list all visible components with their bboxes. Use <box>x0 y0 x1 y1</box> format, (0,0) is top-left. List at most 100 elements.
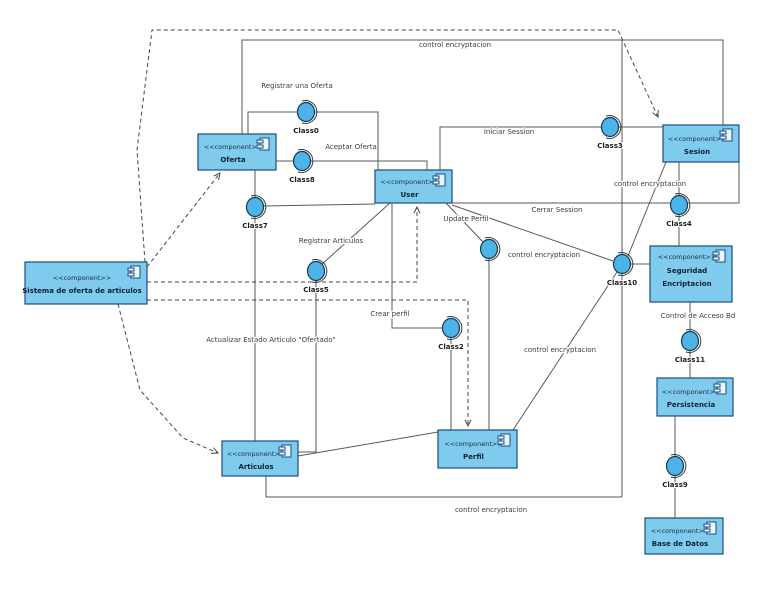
component-user: <<component>>User <box>374 169 453 204</box>
interface-class4: Class4 <box>665 193 693 229</box>
interface-socket-arc <box>670 454 687 478</box>
user-class5-line-path <box>320 202 391 266</box>
class5-articulos-line-path <box>298 280 317 453</box>
articulos-perfil-line-path <box>297 431 439 457</box>
interface-label: Class0 <box>293 127 319 135</box>
component-icon <box>719 128 733 142</box>
interface-label: Class9 <box>662 481 688 489</box>
edge-user-class10-line <box>451 204 614 262</box>
lbl-update-perfil: Update Perfil <box>443 215 488 223</box>
dependency-arrowhead <box>210 447 220 454</box>
user-class10-line-path <box>451 204 614 262</box>
cerrar-session-line-path <box>452 162 740 204</box>
component-stereotype: <<component>> <box>204 143 263 151</box>
sistema-articulos-dep-path <box>117 303 219 454</box>
dependency-arrowhead <box>464 419 472 428</box>
sistema-perfil-dep-path <box>147 299 469 426</box>
interface-class5: Class5 <box>302 259 330 295</box>
component-box <box>24 261 148 305</box>
lbl-registrar-articulos: Registrar Articulos <box>299 237 364 245</box>
interface-class7: Class7 <box>241 195 269 231</box>
component-stereotype: <<component>> <box>662 388 721 396</box>
interface-socket-arc <box>446 316 463 340</box>
component-sistema-de-oferta-de-articulos: <<component>>Sistema de oferta de articu… <box>22 261 148 305</box>
edge-aceptar-oferta-line <box>276 160 428 170</box>
component-stereotype: <<component>> <box>444 440 503 448</box>
component-icon <box>497 433 511 447</box>
sistema-oferta-dep-path <box>146 172 221 268</box>
component-name: Encriptacion <box>662 280 711 288</box>
interface-class8: Class8 <box>288 149 316 185</box>
edge-update-perfil-line <box>445 202 484 243</box>
edge-sistema-user-dep <box>147 205 421 283</box>
edge-articulos-bottom-loop <box>265 476 622 498</box>
edge-perfil-class10-line <box>512 271 618 431</box>
interface-label: Class8 <box>289 176 315 184</box>
interface-socket-arc <box>605 115 622 139</box>
edge-sistema-perfil-dep <box>147 299 472 428</box>
component-stereotype: <<component>> <box>227 450 286 458</box>
interface-socket-arc <box>685 329 702 353</box>
edge-sesion-class10-line <box>627 161 667 257</box>
interface-ball <box>245 196 265 218</box>
interface-socket-arc <box>484 237 501 261</box>
interface-ball <box>441 317 461 339</box>
lbl-registrar-una-oferta: Registrar una Oferta <box>261 82 333 90</box>
component-articulos: <<component>> Articulos <box>221 440 299 477</box>
interface-socket-arc <box>674 193 691 217</box>
interface-ball <box>479 238 499 260</box>
interface-ball <box>669 194 689 216</box>
component-name: Articulos <box>238 463 273 471</box>
lbl-control-acceso-bd: Control de Acceso Bd <box>661 312 736 320</box>
component-base-de-datos: <<component>>Base de Datos <box>644 517 724 555</box>
dependency-arrowhead <box>413 205 421 214</box>
component-name: Perfil <box>463 453 484 461</box>
interface-class9: Class9 <box>661 454 689 490</box>
component-persistencia: <<component>> Persistencia <box>656 377 734 417</box>
component-name: Base de Datos <box>652 540 708 548</box>
lbl-crear-perfil: Crear perfil <box>370 310 409 318</box>
interface-ball <box>680 330 700 352</box>
edge-cerrar-session-line <box>452 162 740 204</box>
sistema-sesion-dep-path <box>136 29 659 263</box>
aceptar-oferta-line-path <box>276 160 428 170</box>
interface-class3: Class3 <box>596 115 624 151</box>
edge-sistema-oferta-dep <box>146 172 221 268</box>
component-icon <box>127 265 141 279</box>
component-stereotype: <<component>> <box>53 274 112 282</box>
component-name: Sesion <box>684 148 710 156</box>
lbl-actualizar-estado: Actualizar Estado Articulo "Ofertado" <box>206 336 335 344</box>
articulos-bottom-loop-path <box>265 476 622 498</box>
component-name: Persistencia <box>667 401 716 409</box>
oferta-top-loop-path <box>241 39 724 134</box>
interface-label: Class4 <box>666 220 692 228</box>
component-name: Seguridad <box>667 267 707 275</box>
component-stereotype: <<component>> <box>658 253 717 261</box>
component-icon <box>278 444 292 458</box>
sesion-class10-line-path <box>627 161 667 257</box>
component-sesion: <<component>>Sesion <box>662 124 740 163</box>
class7-user-line-path <box>263 203 376 207</box>
edge-oferta-top-loop <box>241 39 724 134</box>
edge-articulos-perfil-line <box>297 431 439 457</box>
update-perfil-line-path <box>445 202 484 243</box>
crear-perfil-line-path <box>391 203 442 329</box>
lbl-control-encryptacion-top: control encryptacion <box>419 41 491 49</box>
edge-class5-articulos-line <box>298 280 317 453</box>
interface-label: Class5 <box>303 286 329 294</box>
edge-crear-perfil-line <box>391 203 442 329</box>
sistema-user-dep-path <box>147 207 418 283</box>
lbl-cerrar-session: Cerrar Session <box>532 206 583 214</box>
interface-class0: Class0 <box>292 100 320 136</box>
interface-ball <box>292 150 312 172</box>
edge-sistema-sesion-dep <box>136 29 659 263</box>
interface-class10: Class10 <box>606 252 638 288</box>
iniciar-session-line-path <box>439 126 663 170</box>
dependency-arrowhead <box>213 172 221 180</box>
interface-ball <box>600 116 620 138</box>
component-icon <box>432 173 446 187</box>
edge-class7-user-line <box>263 203 376 207</box>
interface-label: Class3 <box>597 142 623 150</box>
component-icon <box>703 521 717 535</box>
lbl-control-encryptacion-user: control encryptacion <box>508 251 580 259</box>
